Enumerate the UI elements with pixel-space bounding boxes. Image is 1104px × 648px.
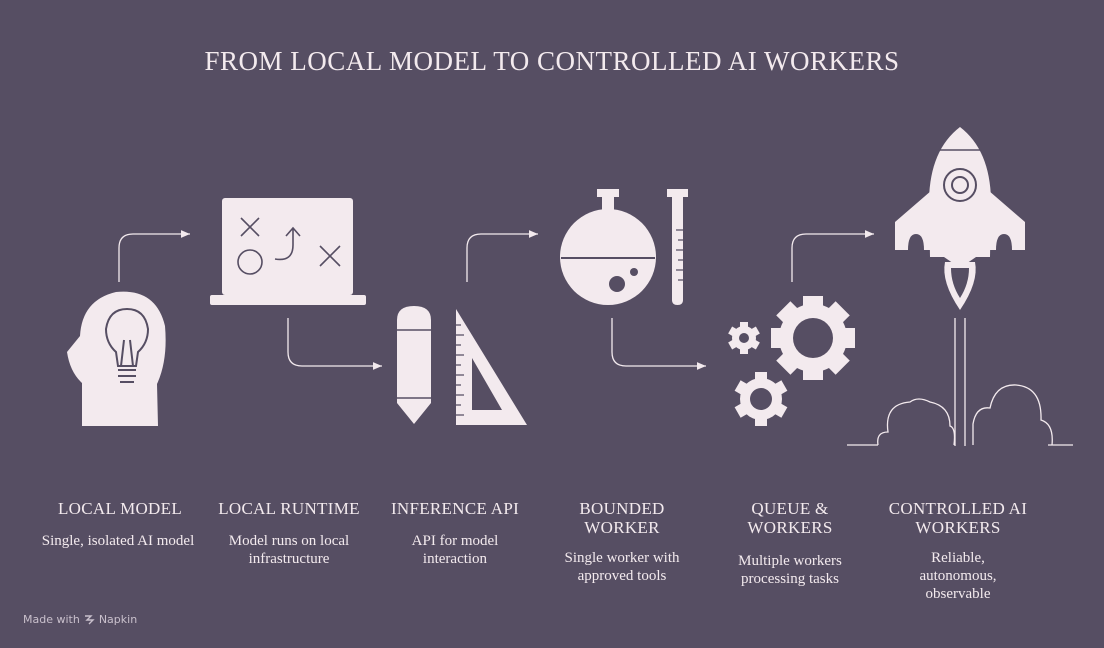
stage-description-bounded-worker: Single worker with approved tools <box>564 550 680 584</box>
arrow-5 <box>791 230 874 282</box>
stage-description-inference-api: API for model interaction <box>411 533 499 567</box>
laptop-strategy-icon <box>210 198 366 305</box>
arrow-1 <box>118 230 190 282</box>
napkin-logo-icon <box>84 614 95 624</box>
arrow-4 <box>611 318 706 370</box>
stage-label-bounded-worker: BOUNDED WORKER <box>579 499 665 537</box>
stage-label-controlled-ai-workers: CONTROLLED AI WORKERS <box>888 499 1028 537</box>
made-with-text: Made with <box>23 613 80 626</box>
stage-description-queue-workers: Multiple workers processing tasks <box>738 553 842 587</box>
flask-test-tube-icon <box>560 189 688 305</box>
diagram-title: FROM LOCAL MODEL TO CONTROLLED AI WORKER… <box>204 46 900 76</box>
stage-description-local-runtime: Model runs on local infrastructure <box>228 533 350 567</box>
stage-description-local-model: Single, isolated AI model <box>41 533 195 549</box>
head-lightbulb-icon <box>67 291 166 426</box>
stage-description-controlled-ai-workers: Reliable, autonomous, observable <box>919 550 997 602</box>
gears-icon <box>728 296 855 426</box>
arrow-3 <box>466 230 538 282</box>
napkin-brand-text: Napkin <box>98 613 138 626</box>
rocket-launch-icon <box>847 127 1073 446</box>
stage-label-queue-workers: QUEUE & WORKERS <box>747 499 833 537</box>
stage-label-inference-api: INFERENCE API <box>390 499 520 518</box>
arrow-2 <box>287 318 382 370</box>
made-with-napkin-footer: Made with Napkin <box>23 613 137 626</box>
stage-label-local-model: LOCAL MODEL <box>57 499 183 518</box>
stage-label-local-runtime: LOCAL RUNTIME <box>218 499 360 518</box>
pencil-ruler-icon <box>397 306 527 425</box>
